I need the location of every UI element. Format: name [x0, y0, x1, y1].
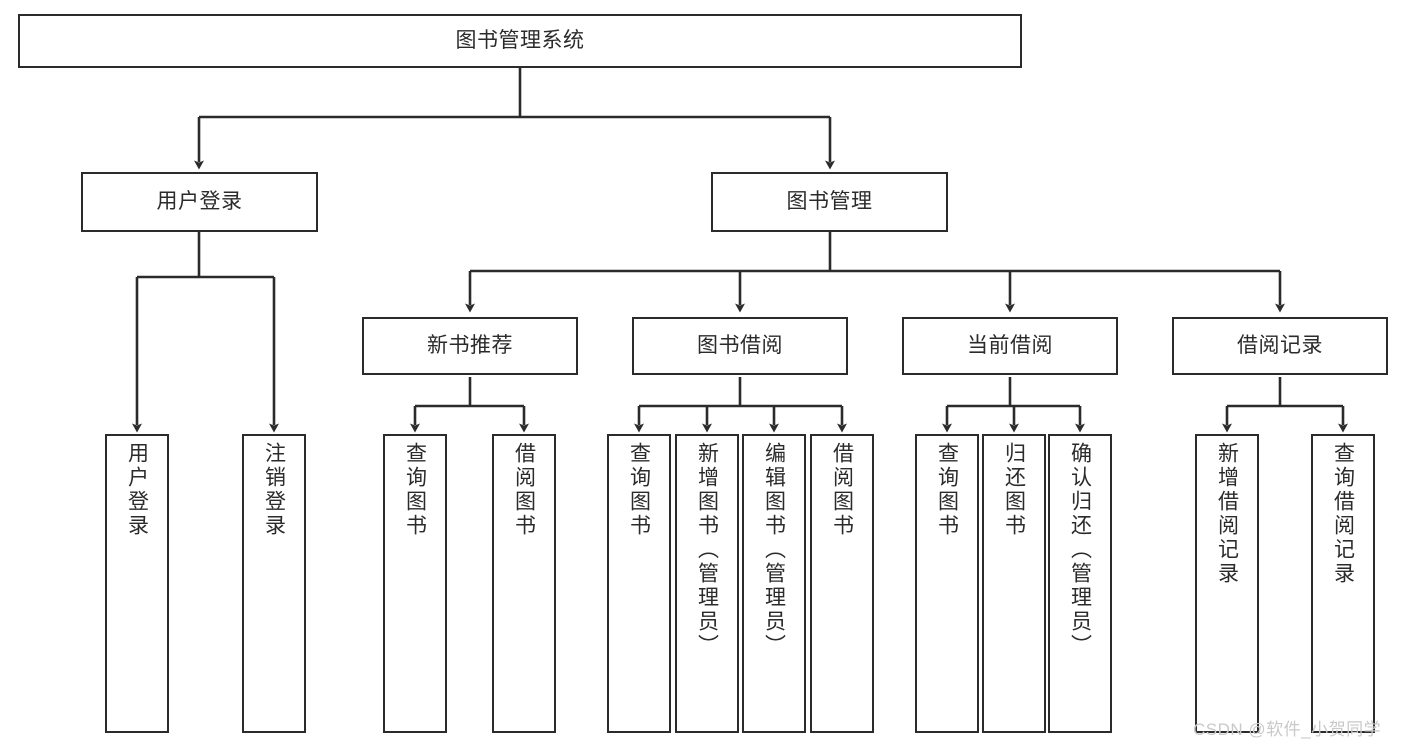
node-label: 图书管理系统: [455, 28, 585, 52]
node-leaf-add-borrow-record[interactable]: 新增借阅记录: [1195, 434, 1259, 733]
node-leaf-user-login[interactable]: 用户登录: [105, 434, 169, 733]
node-label: 查询图书: [627, 442, 651, 538]
node-label: 确认归还（管理员）: [1068, 442, 1092, 658]
node-book-management-system[interactable]: 图书管理系统: [18, 14, 1022, 68]
node-new-book-recommend[interactable]: 新书推荐: [362, 317, 578, 375]
node-leaf-query-book-2[interactable]: 查询图书: [607, 434, 671, 733]
node-label: 当前借阅: [967, 333, 1053, 357]
node-current-borrow[interactable]: 当前借阅: [902, 317, 1118, 375]
node-label: 图书管理: [786, 189, 873, 213]
csdn-watermark: CSDN @软件_小贺同学: [1193, 720, 1382, 739]
node-leaf-query-book-1[interactable]: 查询图书: [383, 434, 447, 733]
node-label: 借阅记录: [1237, 333, 1323, 357]
node-leaf-query-borrow-record[interactable]: 查询借阅记录: [1311, 434, 1375, 733]
node-leaf-confirm-return-admin[interactable]: 确认归还（管理员）: [1048, 434, 1112, 733]
node-label: 查询图书: [403, 442, 427, 538]
node-label: 借阅图书: [512, 442, 536, 538]
node-book-manage[interactable]: 图书管理: [711, 172, 948, 232]
node-label: 新书推荐: [427, 333, 513, 357]
node-leaf-borrow-book-2[interactable]: 借阅图书: [810, 434, 874, 733]
node-label: 编辑图书（管理员）: [762, 442, 786, 658]
node-leaf-add-book-admin[interactable]: 新增图书（管理员）: [675, 434, 739, 733]
node-label: 查询图书: [935, 442, 959, 538]
node-label: 查询借阅记录: [1331, 442, 1355, 586]
node-label: 注销登录: [262, 442, 286, 538]
node-leaf-edit-book-admin[interactable]: 编辑图书（管理员）: [742, 434, 806, 733]
node-leaf-logout-login[interactable]: 注销登录: [242, 434, 306, 733]
node-label: 新增图书（管理员）: [695, 442, 719, 658]
node-label: 借阅图书: [830, 442, 854, 538]
node-label: 图书借阅: [697, 333, 783, 357]
node-book-borrow[interactable]: 图书借阅: [632, 317, 848, 375]
node-label: 归还图书: [1002, 442, 1026, 538]
node-borrow-record[interactable]: 借阅记录: [1172, 317, 1388, 375]
node-label: 用户登录: [125, 442, 149, 538]
node-leaf-query-book-3[interactable]: 查询图书: [915, 434, 979, 733]
node-leaf-borrow-book-1[interactable]: 借阅图书: [492, 434, 556, 733]
node-label: 用户登录: [156, 189, 243, 213]
node-leaf-return-book[interactable]: 归还图书: [982, 434, 1046, 733]
node-user-login[interactable]: 用户登录: [81, 172, 318, 232]
node-label: 新增借阅记录: [1215, 442, 1239, 586]
